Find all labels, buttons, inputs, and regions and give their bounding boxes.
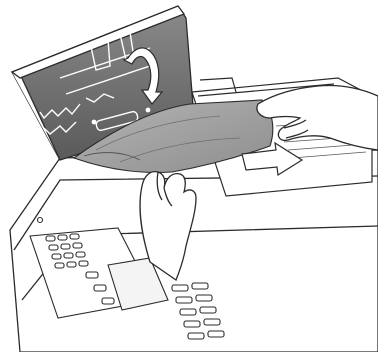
paper-jam-illustration: [0, 0, 378, 352]
printer-diagram: [0, 0, 378, 352]
